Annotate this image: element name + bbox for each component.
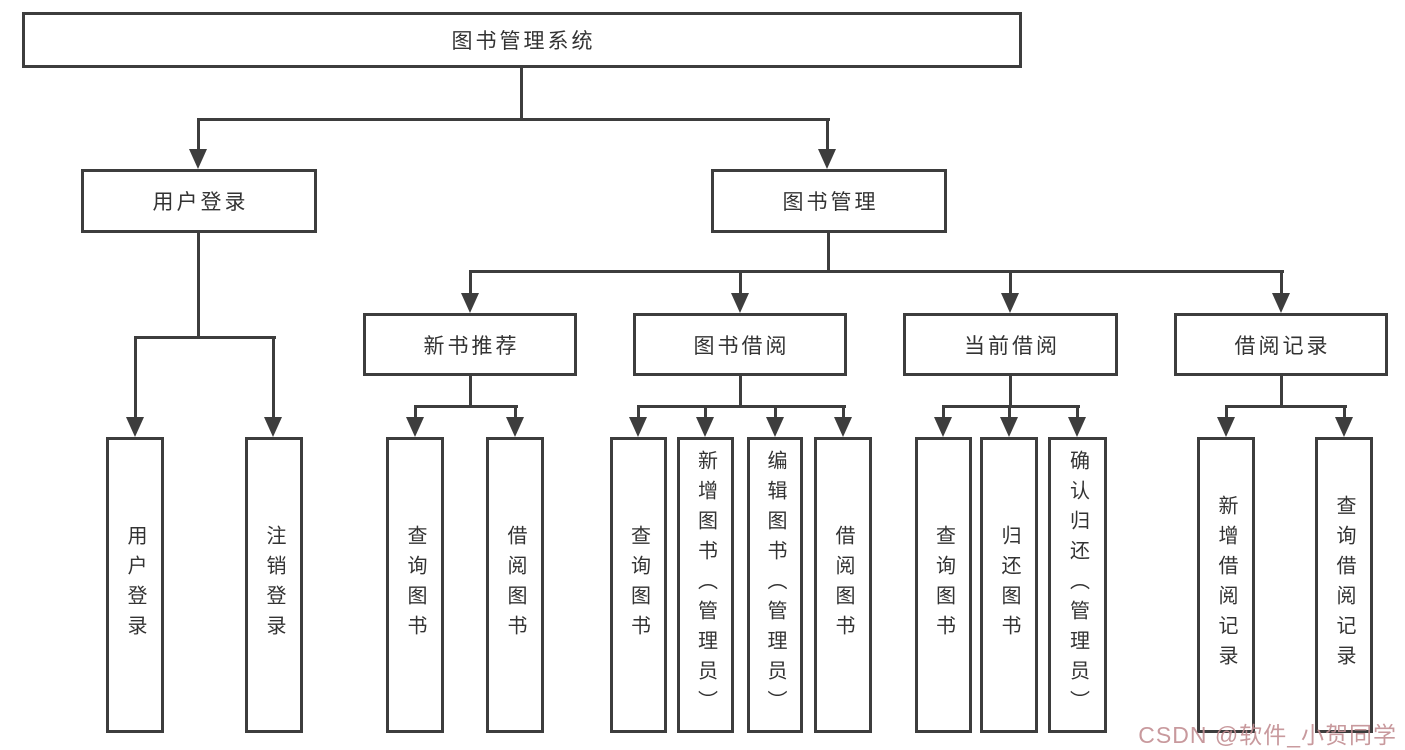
leaf-confirm-return: 确认归还（管理员）	[1048, 437, 1107, 733]
leaf-borrow-book-1: 借阅图书	[486, 437, 544, 733]
arrow-book-management-icon	[818, 149, 836, 169]
leaf-add-book: 新增图书（管理员）	[677, 437, 734, 733]
arrow-borrow-book-2-icon	[834, 417, 852, 437]
connector-drop-user-login	[197, 118, 200, 151]
leaf-query-book-3: 查询图书	[915, 437, 972, 733]
arrow-borrowing-records-icon	[1272, 293, 1290, 313]
node-current-borrowing: 当前借阅	[903, 313, 1118, 376]
leaf-logout-label: 注销登录	[263, 525, 285, 645]
leaf-confirm-return-label: 确认归还（管理员）	[1066, 450, 1089, 720]
leaf-query-borrow-record-label: 查询借阅记录	[1333, 495, 1355, 675]
connector-drop-book-borrowing	[739, 270, 742, 295]
connector-drop-logout-leaf	[272, 336, 275, 419]
node-root-label: 图书管理系统	[451, 30, 596, 53]
connector-borrowing-records-rail	[1225, 405, 1347, 408]
arrow-logout-leaf-icon	[264, 417, 282, 437]
connector-current-borrowing-rail	[942, 405, 1080, 408]
connector-book-management-rail	[469, 270, 1284, 273]
leaf-query-borrow-record: 查询借阅记录	[1315, 437, 1373, 733]
connector-book-management-stem	[827, 233, 830, 273]
connector-drop-add-book	[704, 405, 707, 419]
leaf-user-login: 用户登录	[106, 437, 164, 733]
arrow-borrow-book-1-icon	[506, 417, 524, 437]
arrow-query-book-2-icon	[629, 417, 647, 437]
connector-drop-return-book	[1008, 405, 1011, 419]
arrow-book-borrowing-icon	[731, 293, 749, 313]
arrow-return-book-icon	[1000, 417, 1018, 437]
node-current-borrowing-label: 当前借阅	[964, 334, 1060, 358]
connector-new-book-recommend-stem	[469, 376, 472, 408]
connector-drop-login-leaf	[134, 336, 137, 419]
node-book-borrowing: 图书借阅	[633, 313, 847, 376]
leaf-query-book-3-label: 查询图书	[932, 525, 955, 645]
connector-drop-borrow-book-1	[514, 405, 517, 419]
node-user-login: 用户登录	[81, 169, 317, 233]
connector-drop-query-book-2	[637, 405, 640, 419]
leaf-query-book-1: 查询图书	[386, 437, 444, 733]
arrow-edit-book-icon	[766, 417, 784, 437]
leaf-query-book-2: 查询图书	[610, 437, 667, 733]
connector-new-book-recommend-rail	[414, 405, 518, 408]
arrow-add-book-icon	[696, 417, 714, 437]
leaf-borrow-book-1-label: 借阅图书	[504, 525, 526, 645]
connector-drop-book-management	[826, 118, 829, 151]
connector-book-borrowing-stem	[739, 376, 742, 408]
leaf-add-book-label: 新增图书（管理员）	[694, 450, 717, 720]
connector-borrowing-records-stem	[1280, 376, 1283, 408]
connector-drop-borrowing-records	[1280, 270, 1283, 295]
connector-user-login-rail	[134, 336, 276, 339]
leaf-return-book: 归还图书	[980, 437, 1038, 733]
leaf-edit-book: 编辑图书（管理员）	[747, 437, 803, 733]
connector-root-rail	[197, 118, 830, 121]
connector-drop-new-book-recommend	[469, 270, 472, 295]
arrow-confirm-return-icon	[1068, 417, 1086, 437]
leaf-borrow-book-2: 借阅图书	[814, 437, 872, 733]
leaf-edit-book-label: 编辑图书（管理员）	[764, 450, 786, 720]
connector-drop-edit-book	[774, 405, 777, 419]
arrow-login-leaf-icon	[126, 417, 144, 437]
leaf-query-book-1-label: 查询图书	[404, 525, 426, 645]
node-user-login-label: 用户登录	[152, 191, 249, 214]
node-book-borrowing-label: 图书借阅	[693, 334, 790, 358]
arrow-user-login-icon	[189, 149, 207, 169]
csdn-watermark: CSDN @软件_小贺同学	[1138, 722, 1397, 748]
node-new-book-recommend-label: 新书推荐	[423, 334, 520, 358]
arrow-query-borrow-record-icon	[1335, 417, 1353, 437]
connector-drop-confirm-return	[1076, 405, 1079, 419]
arrow-new-book-recommend-icon	[461, 293, 479, 313]
connector-drop-current-borrowing	[1009, 270, 1012, 295]
node-book-management-label: 图书管理	[782, 191, 879, 214]
connector-user-login-stem	[197, 233, 200, 339]
arrow-query-book-1-icon	[406, 417, 424, 437]
connector-root-stem	[520, 68, 523, 121]
node-borrowing-records: 借阅记录	[1174, 313, 1388, 376]
node-root: 图书管理系统	[22, 12, 1022, 68]
connector-drop-borrow-book-2	[842, 405, 845, 419]
arrow-query-book-3-icon	[934, 417, 952, 437]
leaf-query-book-2-label: 查询图书	[627, 525, 650, 645]
connector-drop-add-borrow-record	[1225, 405, 1228, 419]
connector-current-borrowing-stem	[1009, 376, 1012, 408]
node-borrowing-records-label: 借阅记录	[1234, 334, 1331, 358]
leaf-add-borrow-record: 新增借阅记录	[1197, 437, 1255, 733]
connector-drop-query-book-3	[942, 405, 945, 419]
arrow-current-borrowing-icon	[1001, 293, 1019, 313]
leaf-user-login-label: 用户登录	[124, 525, 146, 645]
node-book-management: 图书管理	[711, 169, 947, 233]
connector-drop-query-book-1	[414, 405, 417, 419]
leaf-return-book-label: 归还图书	[998, 525, 1020, 645]
connector-book-borrowing-rail	[637, 405, 846, 408]
connector-drop-query-borrow-record	[1343, 405, 1346, 419]
leaf-add-borrow-record-label: 新增借阅记录	[1215, 495, 1237, 675]
leaf-borrow-book-2-label: 借阅图书	[832, 525, 854, 645]
node-new-book-recommend: 新书推荐	[363, 313, 577, 376]
arrow-add-borrow-record-icon	[1217, 417, 1235, 437]
leaf-logout: 注销登录	[245, 437, 303, 733]
